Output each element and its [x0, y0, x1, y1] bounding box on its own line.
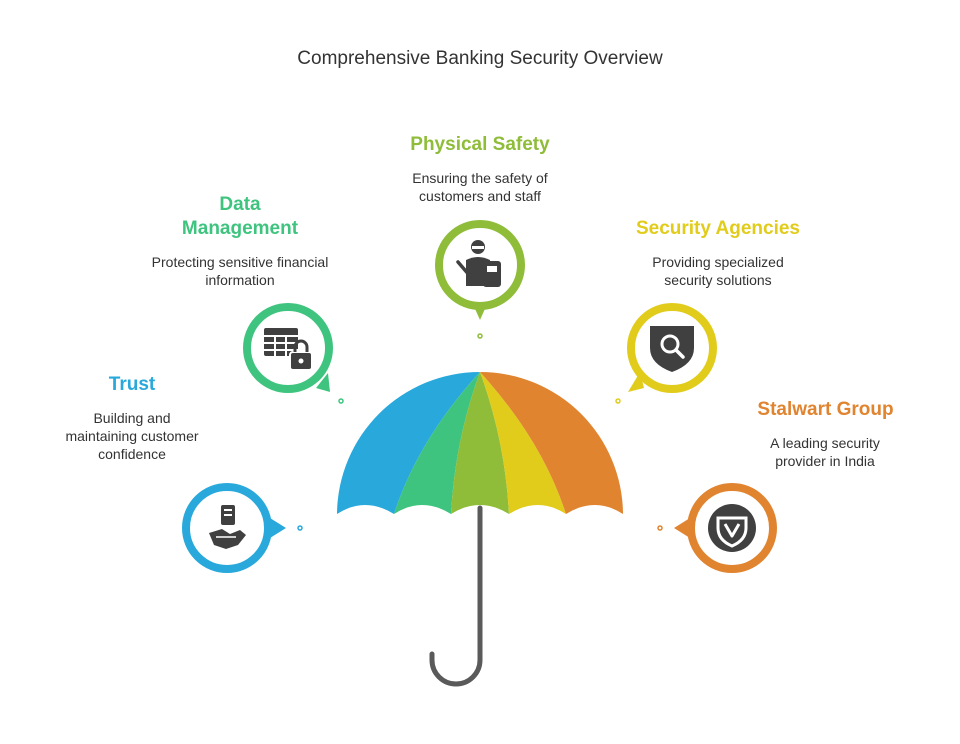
canopy-panel-security-agencies	[480, 372, 566, 514]
connector-dot-physical-safety	[477, 333, 483, 339]
heading-trust: Trust	[108, 374, 156, 395]
label-stalwart-group: Stalwart Group A leading security provid…	[738, 398, 913, 470]
shield-emblem-icon	[708, 504, 756, 552]
label-security-agencies: Security Agencies Providing specialized …	[618, 217, 818, 289]
bubble-physical-safety	[435, 220, 525, 320]
heading-physical-safety: Physical Safety	[410, 134, 550, 155]
description-security-agencies: Providing specialized security solutions	[652, 254, 784, 288]
heading-data-management: Data Management	[181, 194, 299, 239]
connector-dot-stalwart-group	[657, 525, 663, 531]
shield-search-icon	[650, 326, 694, 372]
bubble-trust	[182, 483, 286, 573]
bubble-security-agencies	[627, 303, 717, 393]
description-trust: Building and maintaining customer confid…	[65, 410, 199, 462]
canopy-panel-physical-safety	[451, 372, 509, 514]
bubble-stalwart-group	[674, 483, 777, 573]
label-physical-safety: Physical Safety Ensuring the safety of c…	[380, 133, 580, 205]
connector-dot-data-management	[338, 398, 344, 404]
label-trust: Trust Building and maintaining customer …	[42, 373, 222, 463]
security-guard-icon	[456, 240, 501, 287]
heading-security-agencies: Security Agencies	[635, 218, 801, 239]
bubble-data-management	[243, 303, 333, 393]
connector-dot-trust	[297, 525, 303, 531]
locked-table-icon	[264, 328, 313, 371]
heading-stalwart-group: Stalwart Group	[757, 399, 894, 420]
description-physical-safety: Ensuring the safety of customers and sta…	[412, 170, 548, 204]
description-data-management: Protecting sensitive financial informati…	[151, 254, 329, 288]
canopy-panel-stalwart-group	[480, 372, 623, 514]
handshake-icon	[209, 505, 246, 549]
canopy-panel-data-management	[394, 372, 480, 514]
connector-dot-security-agencies	[615, 398, 621, 404]
diagram-title: Comprehensive Banking Security Overview	[297, 48, 663, 69]
umbrella-handle	[429, 505, 483, 687]
label-data-management: Data Management Protecting sensitive fin…	[150, 193, 330, 289]
canopy-panel-trust	[337, 372, 480, 514]
description-stalwart-group: A leading security provider in India	[770, 435, 880, 469]
